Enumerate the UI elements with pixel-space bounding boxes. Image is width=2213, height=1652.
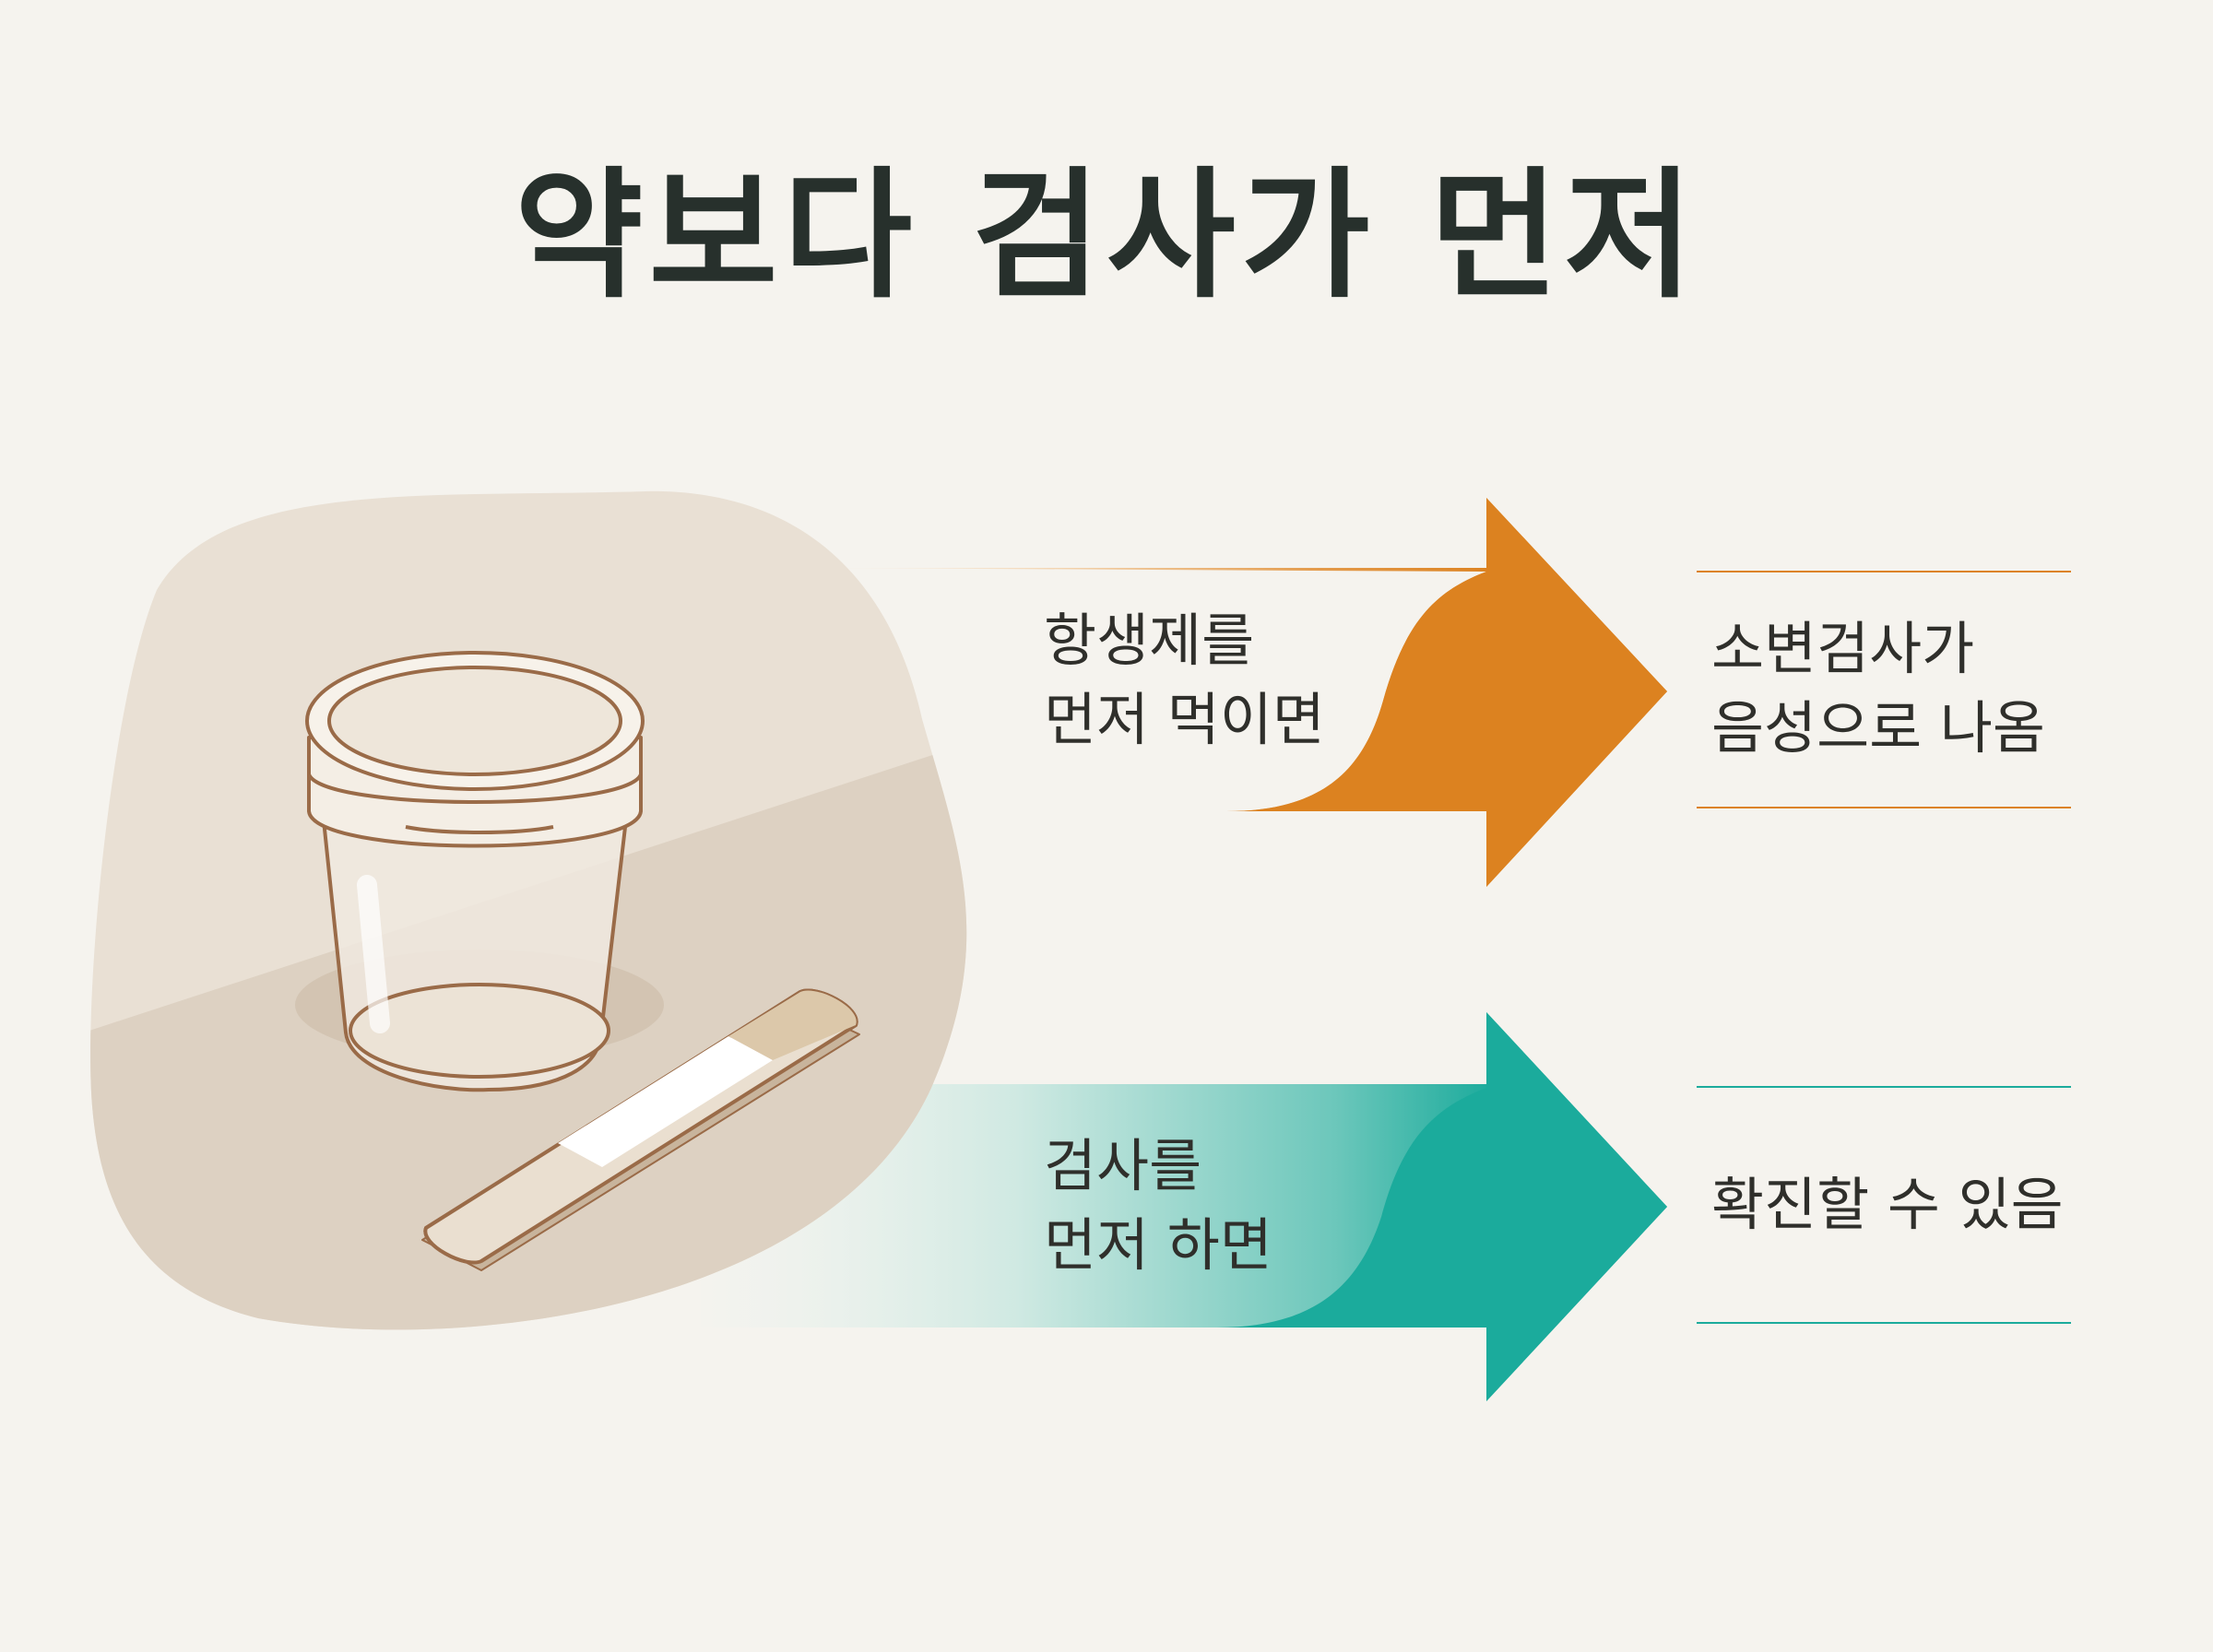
result-can-confirm: 확진할 수 있음	[1697, 1086, 2071, 1324]
divider-top	[1697, 1086, 2071, 1088]
cause-line: 항생제를	[1044, 607, 1255, 674]
result-line-text: 소변검사가	[1711, 615, 1975, 682]
divider-bottom	[1697, 1322, 2071, 1324]
result-line-text: 음성으로 나옴	[1711, 694, 2045, 761]
urine-test-strip-icon	[421, 988, 860, 1271]
result-text: 확진할 수 있음	[1711, 1165, 2064, 1245]
cause-line: 먼저 하면	[1044, 1211, 1272, 1279]
cause-line: 검사를	[1044, 1132, 1202, 1199]
urine-sample-cup-icon	[295, 651, 664, 1092]
bottom-arrow-head	[1217, 1012, 1667, 1401]
result-text: 소변검사가 음성으로 나옴	[1711, 609, 2045, 768]
cause-label-antibiotics-first: 항생제를 먼저 먹이면	[1044, 601, 1325, 760]
cause-label-test-first: 검사를 먼저 하면	[1044, 1127, 1272, 1285]
cause-line: 먼저 먹이면	[1044, 686, 1325, 753]
top-arrow-head	[1226, 498, 1667, 887]
result-negative-test: 소변검사가 음성으로 나옴	[1697, 571, 2071, 808]
page-title: 약보다 검사가 먼저	[514, 154, 1699, 317]
result-line-text: 확진할 수 있음	[1711, 1171, 2064, 1238]
divider-bottom	[1697, 807, 2071, 808]
divider-top	[1697, 571, 2071, 572]
